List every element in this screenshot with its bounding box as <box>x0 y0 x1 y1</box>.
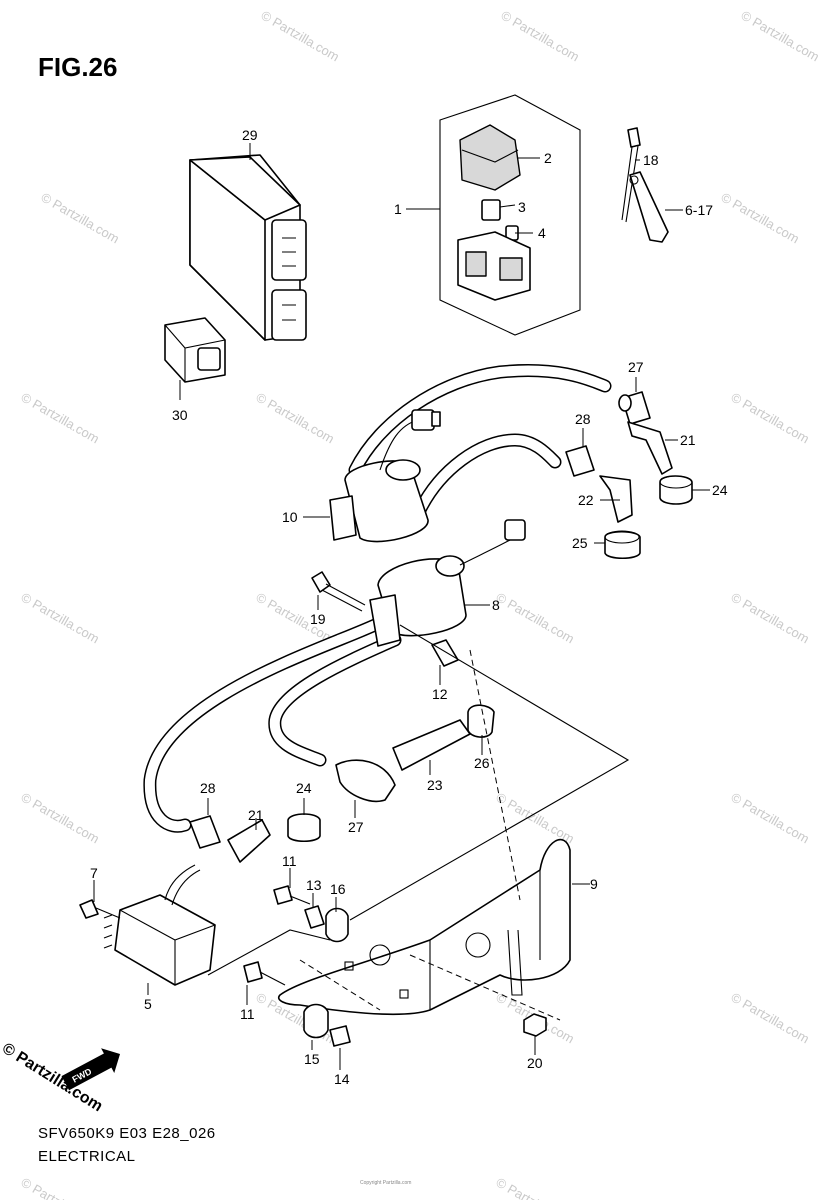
callout-7: 7 <box>90 865 98 881</box>
watermark: © Partzilla.com <box>499 8 582 65</box>
bracket-9 <box>278 838 571 1016</box>
bolt-19 <box>311 571 366 612</box>
plug-cap-28-lower <box>189 815 221 849</box>
callout-23: 23 <box>427 777 443 793</box>
diagram-code: SFV650K9 E03 E28_026 <box>38 1125 216 1142</box>
plug-cap-23 <box>392 719 471 771</box>
callout-26: 26 <box>474 755 490 771</box>
bolt-7 <box>79 899 121 919</box>
callout-19: 19 <box>310 611 326 627</box>
spacer-12 <box>431 639 459 667</box>
nut-20 <box>523 1013 547 1037</box>
callout-4: 4 <box>538 225 546 241</box>
callout-20: 20 <box>527 1055 543 1071</box>
plug-cap-27-upper <box>618 391 651 425</box>
watermark: © Partzilla.com <box>259 8 342 65</box>
ignition-coil-10 <box>329 364 612 543</box>
section-name: ELECTRICAL <box>38 1148 136 1165</box>
callout-24-lower: 24 <box>296 780 312 796</box>
callout-2: 2 <box>544 150 552 166</box>
watermark: © Partzilla.com <box>729 390 812 447</box>
plug-cap-21-upper <box>627 421 673 475</box>
leader-lines <box>93 143 710 1070</box>
regulator-5 <box>103 864 216 986</box>
watermark: © Partzilla.com <box>19 590 102 647</box>
callout-6-17: 6-17 <box>685 202 713 218</box>
watermark: © Partzilla.com <box>729 790 812 847</box>
plug-cap-22 <box>599 475 633 523</box>
cover-24-upper <box>659 475 693 505</box>
callout-29: 29 <box>242 127 258 143</box>
cover-26 <box>467 704 495 738</box>
ecm-unit <box>189 154 307 341</box>
relay-30 <box>164 317 226 383</box>
forward-arrow-icon: FWD <box>61 1048 121 1091</box>
callout-13: 13 <box>306 877 322 893</box>
callout-5: 5 <box>144 996 152 1012</box>
guide-lines <box>207 624 630 1021</box>
cover-25 <box>604 530 641 560</box>
watermark: © Partzilla.com <box>39 190 122 247</box>
plug-cap-21-lower <box>227 819 271 863</box>
callout-21-lower: 21 <box>248 807 264 823</box>
clamp-6-17 <box>629 171 669 243</box>
ignition-coil-8 <box>143 519 526 833</box>
watermark: © Partzilla.com <box>719 190 802 247</box>
copyright-line: Copyright Partzilla.com <box>360 1180 412 1186</box>
callout-1: 1 <box>394 201 402 217</box>
callout-labels: 29 1 2 3 4 18 6-17 30 27 28 21 24 10 22 … <box>90 127 728 1087</box>
callout-9: 9 <box>590 876 598 892</box>
callout-28-lower: 28 <box>200 780 216 796</box>
callout-18: 18 <box>643 152 659 168</box>
callout-12: 12 <box>432 686 448 702</box>
grommet-16 <box>325 907 349 943</box>
collar-14 <box>329 1025 351 1047</box>
watermark: © Partzilla.com <box>494 590 577 647</box>
plug-cap-27-lower <box>335 759 396 802</box>
callout-22: 22 <box>578 492 594 508</box>
callout-3: 3 <box>518 199 526 215</box>
grommet-15 <box>303 1003 329 1039</box>
bolt-11-upper <box>273 885 311 905</box>
callout-25: 25 <box>572 535 588 551</box>
callout-10: 10 <box>282 509 298 525</box>
callout-28: 28 <box>575 411 591 427</box>
watermark: © Partzilla.com <box>494 790 577 847</box>
callout-11-lower: 11 <box>240 1006 255 1022</box>
callout-16: 16 <box>330 881 346 897</box>
callout-27: 27 <box>628 359 644 375</box>
collar-13 <box>304 905 325 929</box>
cover-24-lower <box>287 813 321 843</box>
callout-14: 14 <box>334 1071 350 1087</box>
watermark: © Partzilla.com <box>739 8 822 65</box>
watermark: © Partzilla.com <box>729 590 812 647</box>
watermark: © Partzilla.com <box>254 390 337 447</box>
watermark: © Partzilla.com <box>729 990 812 1047</box>
watermark: © Partzilla.com <box>494 1175 577 1200</box>
callout-8: 8 <box>492 597 500 613</box>
watermark: © Partzilla.com <box>19 790 102 847</box>
figure-title: FIG.26 <box>38 52 118 82</box>
callout-30: 30 <box>172 407 188 423</box>
bolt-11-lower <box>243 961 286 986</box>
callout-11: 11 <box>282 853 297 869</box>
callout-24: 24 <box>712 482 728 498</box>
watermark: © Partzilla.com <box>19 390 102 447</box>
watermark: © Partzilla.com <box>19 1175 102 1200</box>
callout-21: 21 <box>680 432 696 448</box>
plug-cap-28-upper <box>565 445 595 477</box>
starter-relay-group <box>439 94 581 336</box>
callout-15: 15 <box>304 1051 320 1067</box>
callout-27-lower: 27 <box>348 819 364 835</box>
